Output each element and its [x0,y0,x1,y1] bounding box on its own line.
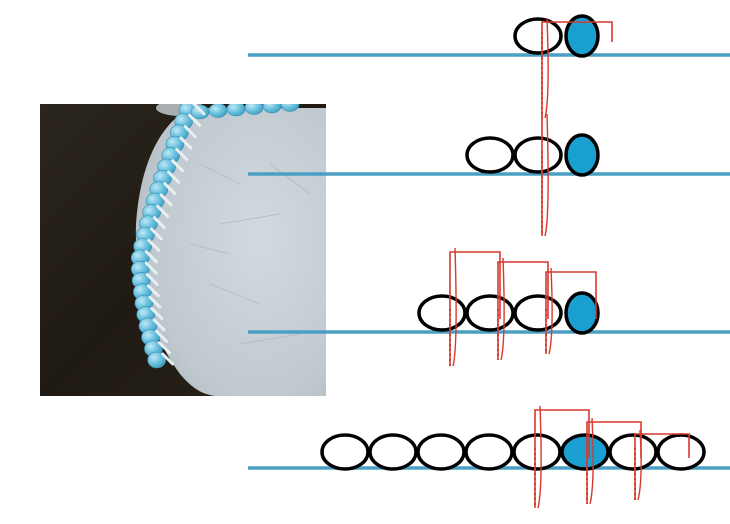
bead-highlight [564,291,600,335]
thread-loop [634,433,690,500]
bead [513,294,563,332]
photo-stitch [145,272,159,286]
photo-stitch [171,159,185,173]
bead [320,433,370,471]
photo-stitch [146,284,160,298]
photo-stitch [152,216,166,230]
thread-path [449,247,597,367]
photo-stitch [148,295,162,309]
thread-tail [544,17,549,119]
photo-stitch [144,261,158,275]
thread-loop [545,271,597,354]
thread-path [534,405,690,509]
photo-bead [147,351,166,369]
thread-tail [537,405,542,509]
photo-stitch [175,147,189,161]
photo-leather-piece [135,108,326,396]
bead-highlight [560,433,610,471]
bead [513,136,563,174]
thread-path [541,113,549,237]
thread-tail [452,247,457,367]
bead [656,433,706,471]
thread-tail [548,267,553,355]
bead [513,17,563,55]
bead [416,433,466,471]
photo-stitch [192,102,206,116]
bead [417,294,467,332]
photo-stitch [188,113,202,127]
photo-stitch [149,227,163,241]
bead-highlight [564,14,600,58]
photo-stitch [144,250,158,264]
bead-highlight [564,133,600,177]
thread-tail [589,417,594,505]
thread-tail [500,257,505,361]
photo-stitch [159,193,173,207]
photo-stitch [147,238,161,252]
bead [465,294,515,332]
photo-stitch [152,318,166,332]
bead [368,433,418,471]
bead [464,433,514,471]
thread-loop [541,21,613,118]
bead [608,433,658,471]
thread-tail [637,429,642,501]
thread-path [541,17,613,119]
photo-stitch [157,341,171,355]
photo-stitch [155,329,169,343]
bead [512,433,562,471]
photo-leather-texture [189,163,311,345]
photo-stitch [163,182,177,196]
photo-illustration [40,97,326,396]
photo-stitch-row [144,102,206,366]
step-4 [248,405,730,509]
photo-stitch [156,204,170,218]
photo-stitch [161,352,175,366]
photo-stitch [179,136,193,150]
bead [465,136,515,174]
step-1 [248,14,730,119]
photo-stitch [167,170,181,184]
step-2 [248,113,730,237]
photo-stitch [183,125,197,139]
leather-stitch-photo [40,97,326,396]
photo-bead-row [130,97,300,369]
photo-stitch [150,307,164,321]
step-3 [248,247,730,367]
thread-tail [544,113,549,237]
